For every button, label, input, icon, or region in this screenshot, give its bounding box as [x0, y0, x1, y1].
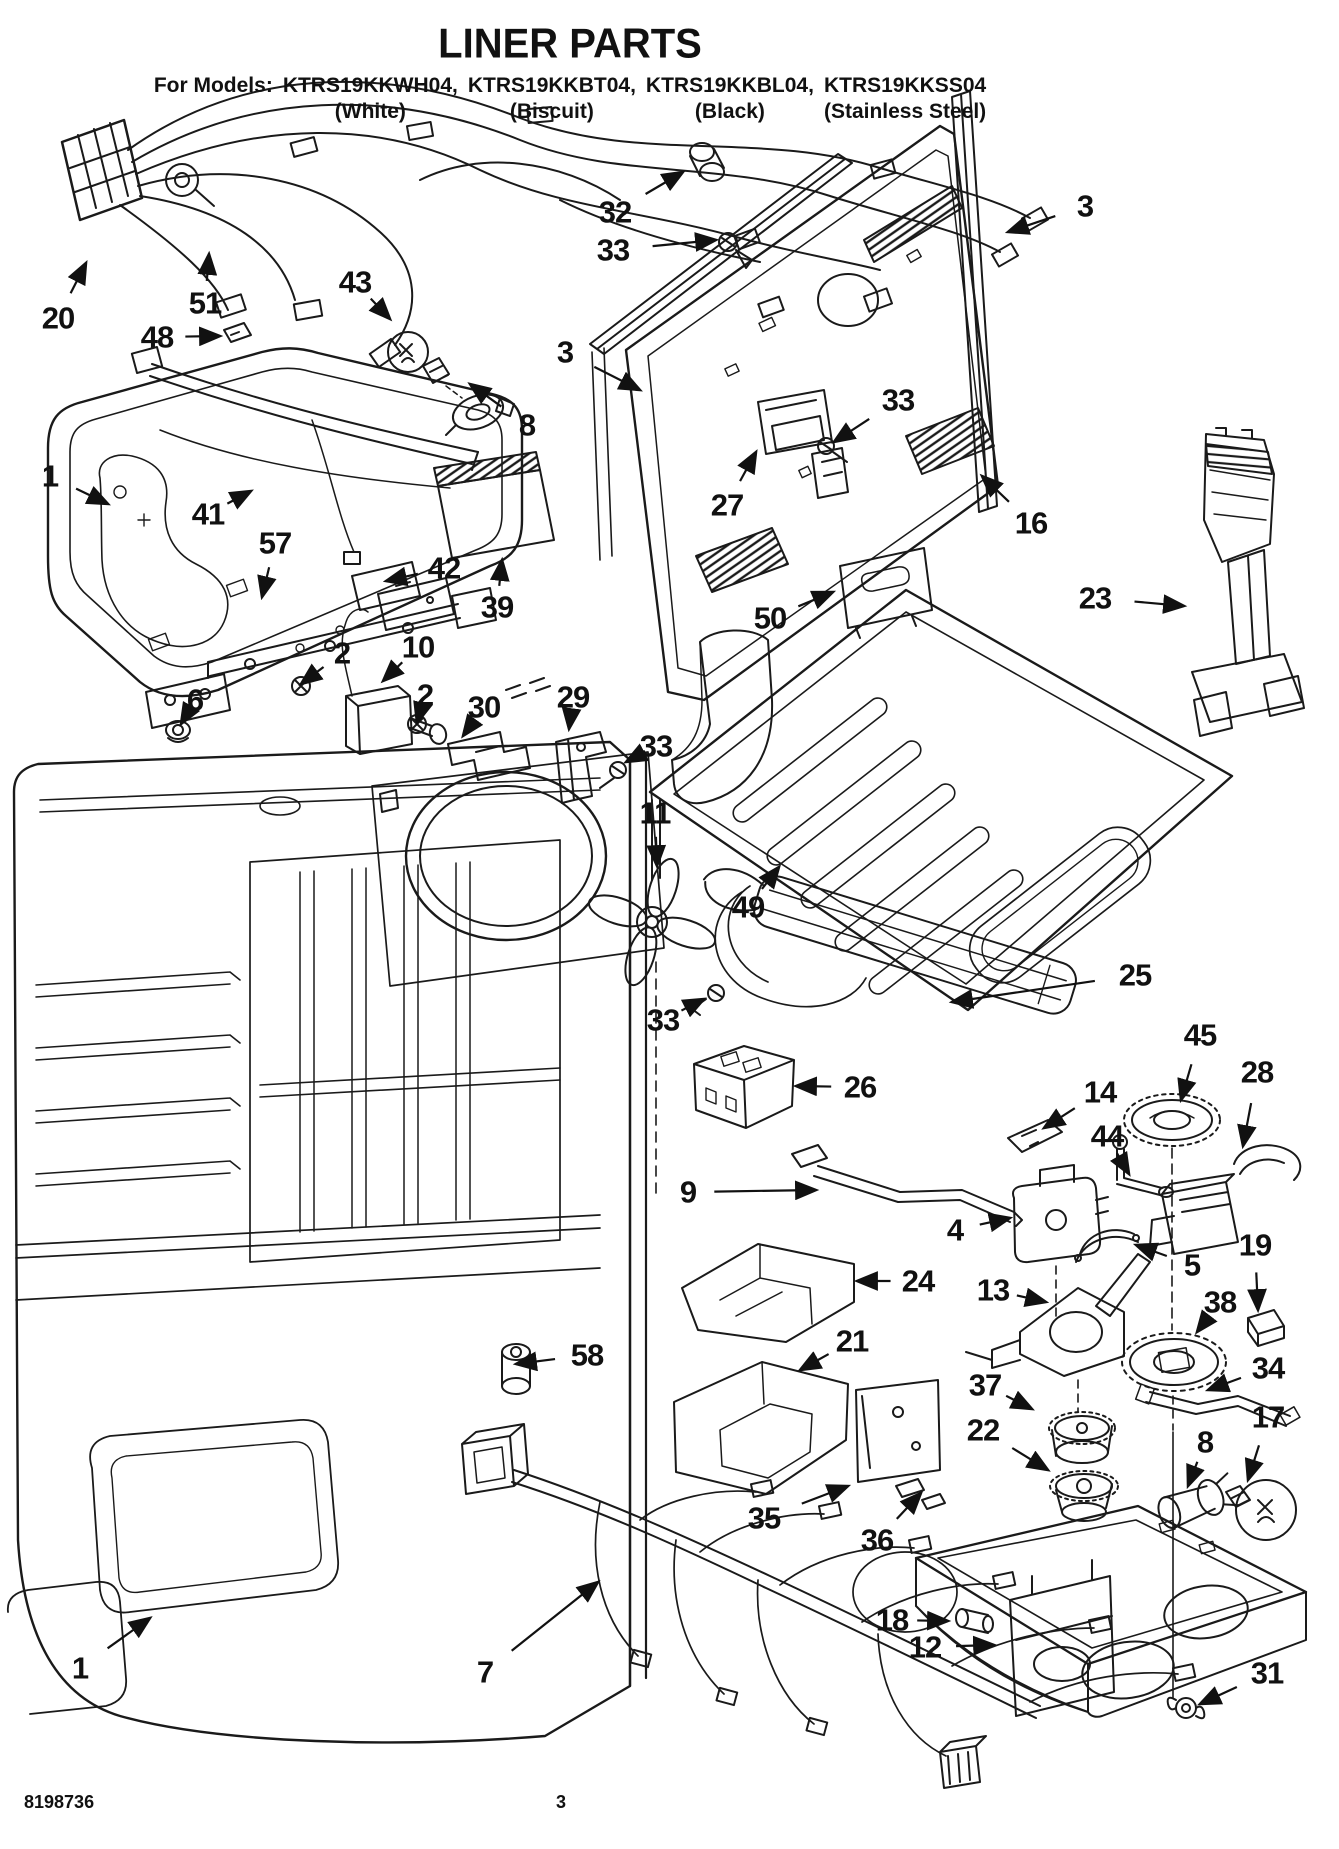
leader-arrow-49	[758, 864, 782, 890]
model-code-1: KTRS19KKWH04,	[282, 74, 458, 97]
leader-arrow-33a	[652, 232, 720, 252]
leader-arrow-10	[380, 659, 405, 684]
model-col-3: KTRS19KKBL04, (Black)	[646, 73, 814, 125]
leader-arrow-34	[1204, 1373, 1242, 1393]
leader-arrow-41	[226, 489, 254, 510]
leader-arrow-39	[489, 556, 510, 586]
wire-rail-9-art	[791, 1144, 1023, 1227]
leader-arrow-35	[801, 1484, 852, 1505]
leader-arrow-3b	[1004, 214, 1056, 235]
upper-liner-art	[46, 347, 524, 698]
leader-arrow-50	[797, 590, 837, 610]
leader-arrow-22	[1011, 1447, 1051, 1472]
foam-24-art	[681, 1243, 855, 1343]
plate-35-art	[855, 1379, 941, 1483]
leader-arrow-2b	[413, 700, 433, 727]
leader-arrow-57	[257, 567, 277, 601]
page-number: 3	[556, 1792, 567, 1812]
leader-arrow-11	[646, 836, 667, 870]
lower-liner-art	[6, 740, 632, 1744]
air-tower-art	[1191, 427, 1305, 737]
leader-arrow-1a	[75, 485, 111, 506]
leader-arrow-23	[1134, 594, 1188, 614]
model-col-1: KTRS19KKWH04, (White)	[283, 73, 458, 125]
leader-arrow-37	[1005, 1390, 1035, 1411]
leader-arrow-7	[510, 1579, 601, 1652]
leader-arrow-8b	[1186, 1461, 1205, 1490]
leader-arrow-1b	[106, 1616, 153, 1650]
leader-arrow-45	[1177, 1063, 1197, 1104]
leader-arrow-26	[792, 1076, 832, 1097]
leader-arrow-38	[1194, 1309, 1218, 1335]
leader-arrow-6	[179, 700, 201, 727]
leader-arrow-42	[382, 566, 419, 587]
page-header: LINER PARTS For Models: KTRS19KKWH04, (W…	[0, 20, 1140, 125]
leader-arrow-12	[956, 1635, 998, 1656]
leader-arrow-21	[797, 1351, 830, 1372]
round-connector-51	[165, 163, 199, 197]
drain-trough-art	[702, 868, 1077, 1015]
document-number: 8198736	[24, 1792, 95, 1812]
leader-arrow-25	[948, 979, 1096, 1009]
model-code-4: KTRS19KKSS04	[823, 74, 987, 97]
leader-arrow-28	[1237, 1102, 1257, 1150]
evap-pan-art	[648, 588, 1234, 1012]
model-color-2: (Biscuit)	[509, 100, 594, 123]
leader-arrow-30	[461, 713, 484, 739]
leader-arrow-14	[1041, 1107, 1076, 1130]
model-col-4: KTRS19KKSS04 (Stainless Steel)	[824, 73, 986, 125]
leader-arrow-5	[1132, 1242, 1168, 1262]
model-color-4: (Stainless Steel)	[823, 100, 987, 123]
gear-cluster-art	[965, 1093, 1302, 1522]
leader-arrow-51	[197, 250, 218, 282]
leader-arrow-9	[714, 1180, 820, 1201]
leader-arrow-43	[368, 297, 393, 322]
leader-arrow-58	[512, 1351, 556, 1372]
leader-arrow-4	[979, 1212, 1014, 1233]
leader-arrow-16	[979, 473, 1010, 503]
foam-21-art	[673, 1361, 849, 1495]
leader-arrow-36	[895, 1490, 924, 1520]
page-title: LINER PARTS	[438, 20, 702, 68]
model-code-3: KTRS19KKBL04,	[645, 74, 814, 97]
back-panel-art	[589, 90, 1000, 702]
leader-arrow-33b	[831, 417, 870, 444]
leader-arrow-32	[645, 170, 686, 195]
leader-arrow-13	[1016, 1287, 1050, 1308]
leader-arrow-3a	[593, 365, 643, 392]
model-color-3: (Black)	[694, 100, 765, 123]
leader-arrow-33d	[680, 997, 707, 1018]
clip-48	[223, 322, 252, 343]
bracket-57-art	[145, 587, 497, 729]
leader-arrow-2a	[298, 663, 325, 686]
leader-arrow-27	[737, 449, 758, 482]
leader-arrow-44	[1109, 1150, 1131, 1177]
model-color-1: (White)	[334, 100, 406, 123]
leader-arrow-20	[67, 260, 88, 294]
leader-arrow-19	[1247, 1272, 1267, 1314]
leader-arrow-18	[917, 1610, 952, 1631]
leader-arrow-48	[185, 326, 224, 347]
leader-arrow-17	[1244, 1445, 1264, 1484]
screw-roller-art	[689, 142, 848, 463]
leader-arrow-31	[1197, 1685, 1238, 1706]
leader-arrow-33c	[623, 743, 650, 764]
model-code-2: KTRS19KKBT04,	[467, 74, 636, 97]
models-row: For Models: KTRS19KKWH04, (White) KTRS19…	[0, 73, 1140, 125]
models-label: For Models:	[153, 74, 273, 97]
heater-tube-art	[130, 345, 555, 565]
console-housing-art	[895, 1395, 1308, 1720]
leader-arrow-8a	[467, 382, 502, 408]
leader-arrow-29	[561, 707, 582, 733]
model-col-2: KTRS19KKBT04, (Biscuit)	[468, 73, 636, 125]
